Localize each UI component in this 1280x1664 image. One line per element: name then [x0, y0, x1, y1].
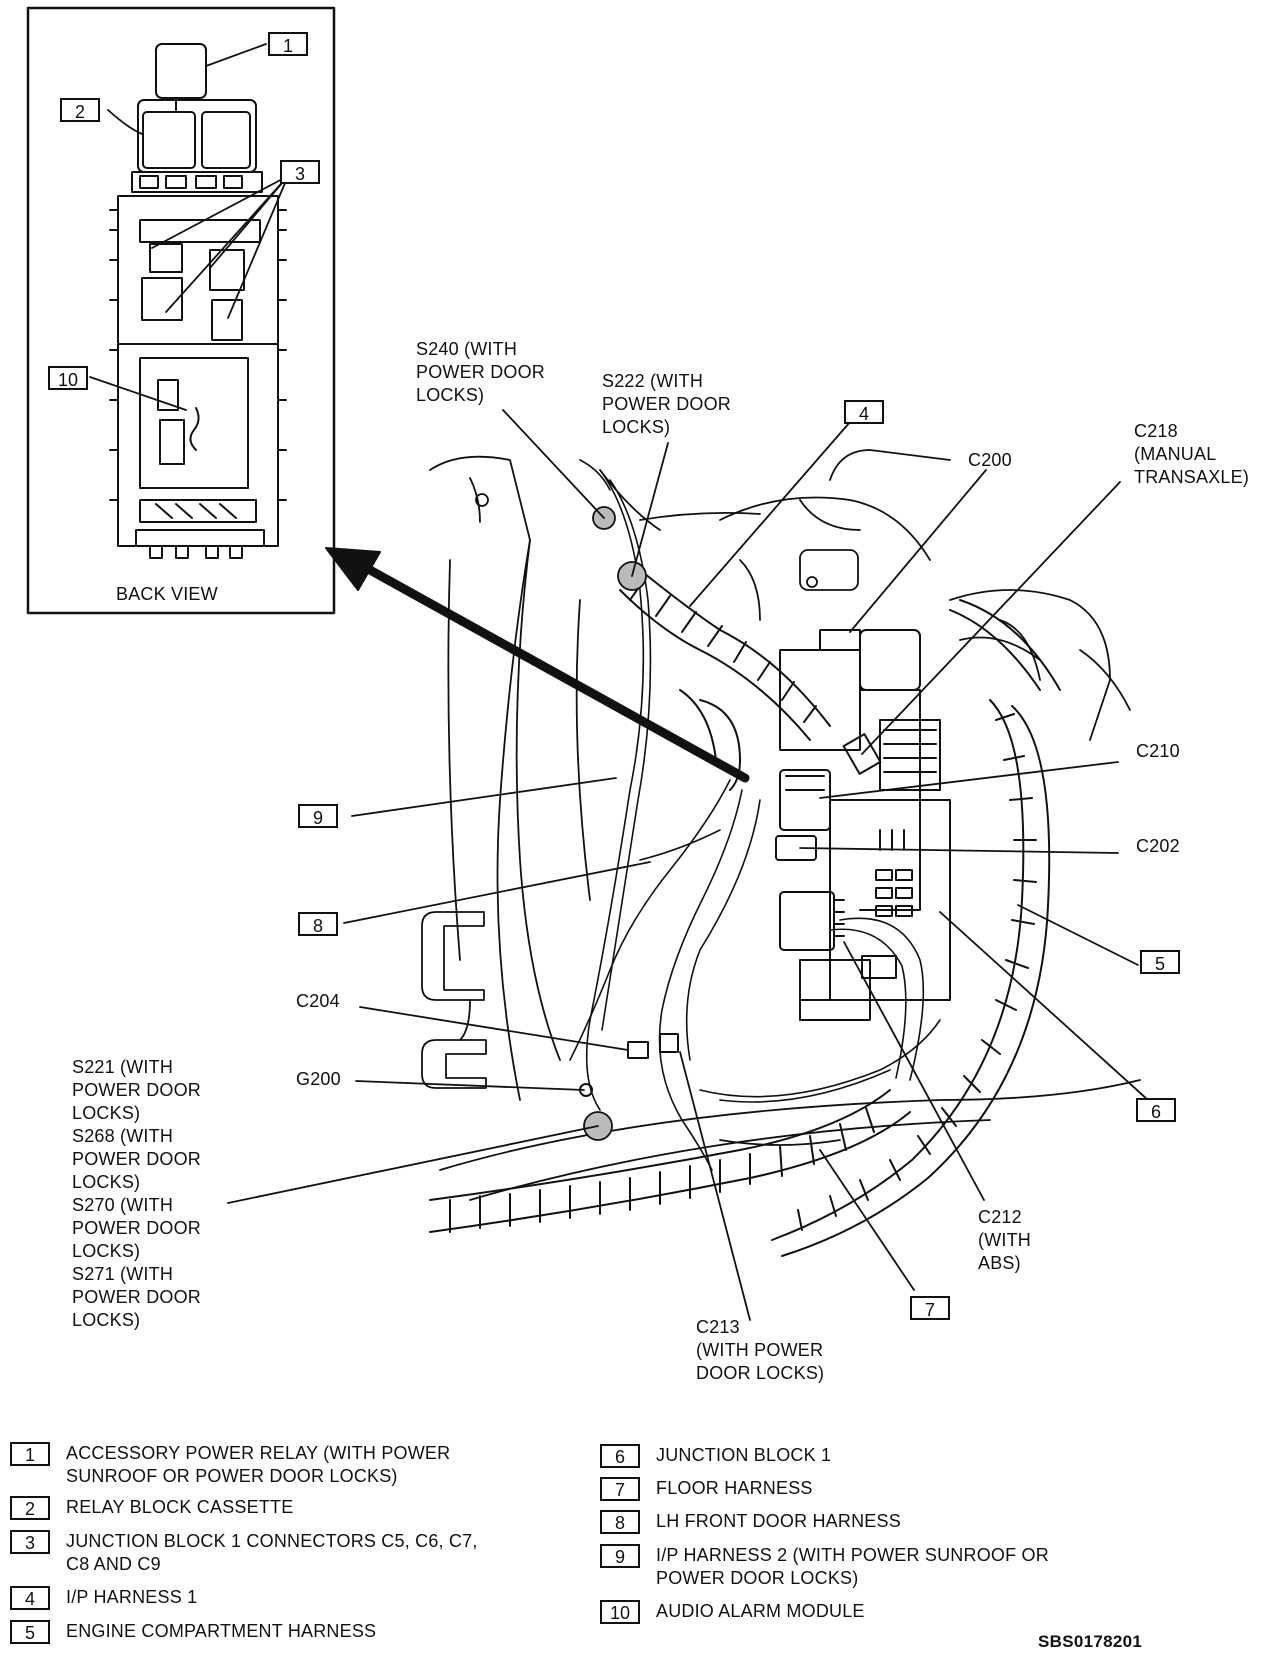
- body-structure: [421, 449, 1141, 1201]
- legend-item: 6 JUNCTION BLOCK 1: [600, 1444, 831, 1468]
- connector-c204-body: [627, 1041, 649, 1059]
- legend-text: JUNCTION BLOCK 1 CONNECTORS C5, C6, C7, …: [66, 1531, 478, 1574]
- inset-caption: BACK VIEW: [116, 584, 218, 604]
- callout-5: 5: [1140, 950, 1180, 974]
- legend-text: I/P HARNESS 2 (WITH POWER SUNROOF OR POW…: [656, 1545, 1049, 1588]
- legend-number: 1: [10, 1442, 50, 1466]
- callout-3: 3: [280, 160, 320, 184]
- legend-number: 5: [10, 1620, 50, 1644]
- label-s222: S222 (WITH POWER DOOR LOCKS): [602, 371, 732, 437]
- callout-7: 7: [910, 1296, 950, 1320]
- legend-text: JUNCTION BLOCK 1: [656, 1445, 832, 1465]
- view-arrow: [325, 547, 750, 783]
- legend-text: AUDIO ALARM MODULE: [656, 1601, 865, 1621]
- legend-text: ACCESSORY POWER RELAY (WITH POWER SUNROO…: [66, 1443, 451, 1486]
- label-c210: C210: [1136, 741, 1180, 761]
- legend-item: 3 JUNCTION BLOCK 1 CONNECTORS C5, C6, C7…: [10, 1530, 478, 1576]
- legend-number: 9: [600, 1544, 640, 1568]
- connector-c213-body: [659, 1033, 679, 1053]
- legend-item: 4 I/P HARNESS 1: [10, 1586, 197, 1610]
- floor-harness: [429, 1089, 911, 1233]
- legend-text: I/P HARNESS 1: [66, 1587, 198, 1607]
- callout-2: 2: [60, 98, 100, 122]
- legend-item: 5 ENGINE COMPARTMENT HARNESS: [10, 1620, 376, 1644]
- inset-leaders: [89, 43, 289, 411]
- legend-number: 10: [600, 1600, 640, 1624]
- legend-text: ENGINE COMPARTMENT HARNESS: [66, 1621, 377, 1641]
- legend-number: 4: [10, 1586, 50, 1610]
- label-c218: C218 (MANUAL TRANSAXLE): [1134, 421, 1250, 487]
- legend-item: 7 FLOOR HARNESS: [600, 1477, 813, 1501]
- callout-6: 6: [1136, 1098, 1176, 1122]
- junction-block-back-view: [109, 43, 287, 559]
- label-splice-group: S221 (WITH POWER DOOR LOCKS) S268 (WITH …: [72, 1057, 202, 1330]
- callout-9: 9: [298, 804, 338, 828]
- inset-frame: [26, 6, 336, 615]
- label-c204: C204: [296, 991, 340, 1011]
- diagram-artwork: [26, 6, 1149, 1321]
- label-c213: C213 (WITH POWER DOOR LOCKS): [696, 1317, 825, 1383]
- label-c212: C212 (WITH ABS): [978, 1207, 1031, 1273]
- callout-1: 1: [268, 32, 308, 56]
- engine-compartment-harness: [771, 599, 1061, 1257]
- legend-item: 1 ACCESSORY POWER RELAY (WITH POWER SUNR…: [10, 1442, 450, 1488]
- label-s240: S240 (WITH POWER DOOR LOCKS): [416, 339, 546, 405]
- legend-item: 9 I/P HARNESS 2 (WITH POWER SUNROOF OR P…: [600, 1544, 1049, 1590]
- junction-block-assembly: [775, 629, 951, 1021]
- legend-number: 2: [10, 1496, 50, 1520]
- legend-text: LH FRONT DOOR HARNESS: [656, 1511, 901, 1531]
- legend-text: FLOOR HARNESS: [656, 1478, 813, 1498]
- callout-8: 8: [298, 912, 338, 936]
- legend-number: 8: [600, 1510, 640, 1534]
- legend-number: 7: [600, 1477, 640, 1501]
- ip-harness-1: [619, 569, 831, 791]
- label-c202: C202: [1136, 836, 1180, 856]
- leader-lines: [227, 409, 1149, 1321]
- callout-4: 4: [844, 400, 884, 424]
- callout-10: 10: [48, 366, 88, 390]
- legend-text: RELAY BLOCK CASSETTE: [66, 1497, 294, 1517]
- legend-number: 6: [600, 1444, 640, 1468]
- legend-item: 8 LH FRONT DOOR HARNESS: [600, 1510, 901, 1534]
- label-c200: C200: [968, 450, 1012, 470]
- wiring-diagram: 1 2 3 10 BACK VIEW 4 9 8 5 6 7 S240 (WIT…: [26, 6, 1250, 1383]
- legend-number: 3: [10, 1530, 50, 1554]
- legend: 1 ACCESSORY POWER RELAY (WITH POWER SUNR…: [0, 1430, 1280, 1664]
- figure-code: SBS0178201: [1038, 1632, 1143, 1651]
- label-g200: G200: [296, 1069, 341, 1089]
- wire-bundle: [569, 459, 941, 1171]
- legend-item: 10 AUDIO ALARM MODULE: [600, 1600, 865, 1624]
- legend-item: 2 RELAY BLOCK CASSETTE: [10, 1496, 293, 1520]
